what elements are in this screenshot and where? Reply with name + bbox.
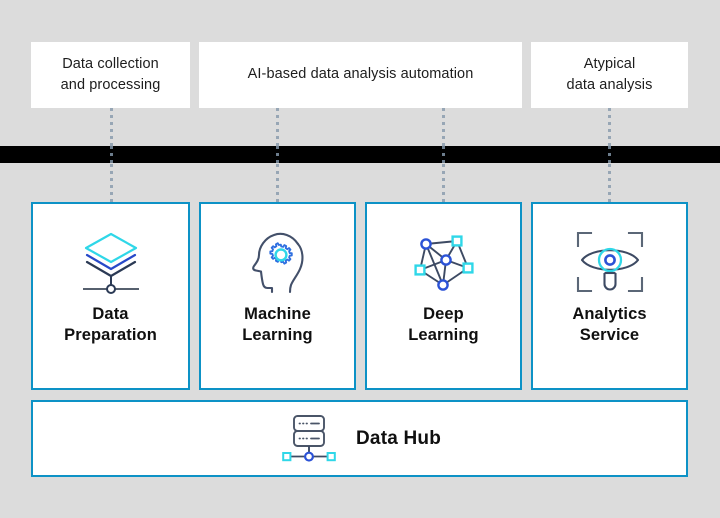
module-title: Machine Learning: [242, 305, 313, 345]
capability-box-ai-automation[interactable]: AI-based data analysis automation: [199, 42, 522, 108]
eye-magnifier-icon: [572, 226, 648, 298]
capability-box-label: AI-based data analysis automation: [247, 66, 474, 83]
dotted-connector-over-band: [442, 146, 445, 163]
capability-box-data-collection[interactable]: Data collection and processing: [31, 42, 190, 108]
layers-stack-icon: [75, 226, 147, 298]
module-title: Deep Learning: [408, 305, 479, 345]
capability-box-atypical-analysis[interactable]: Atypical data analysis: [531, 42, 688, 108]
module-card-data-preparation[interactable]: Data Preparation: [31, 202, 190, 390]
server-stack-icon: [278, 412, 340, 466]
module-card-analytics-service[interactable]: Analytics Service: [531, 202, 688, 390]
dotted-connector-over-band: [608, 146, 611, 163]
module-card-deep-learning[interactable]: Deep Learning: [365, 202, 522, 390]
module-card-machine-learning[interactable]: Machine Learning: [199, 202, 356, 390]
module-title: Data Preparation: [64, 305, 157, 345]
data-hub-title: Data Hub: [356, 427, 441, 449]
dotted-connector-over-band: [110, 146, 113, 163]
module-title: Analytics Service: [572, 305, 647, 345]
data-hub-card[interactable]: Data Hub: [31, 400, 688, 477]
dotted-connector-over-band: [276, 146, 279, 163]
capability-box-label: Atypical data analysis: [566, 55, 653, 93]
head-gear-icon: [242, 226, 314, 298]
divider-band: [0, 146, 720, 163]
capability-box-label: Data collection and processing: [60, 55, 161, 93]
neural-network-icon: [408, 226, 480, 298]
